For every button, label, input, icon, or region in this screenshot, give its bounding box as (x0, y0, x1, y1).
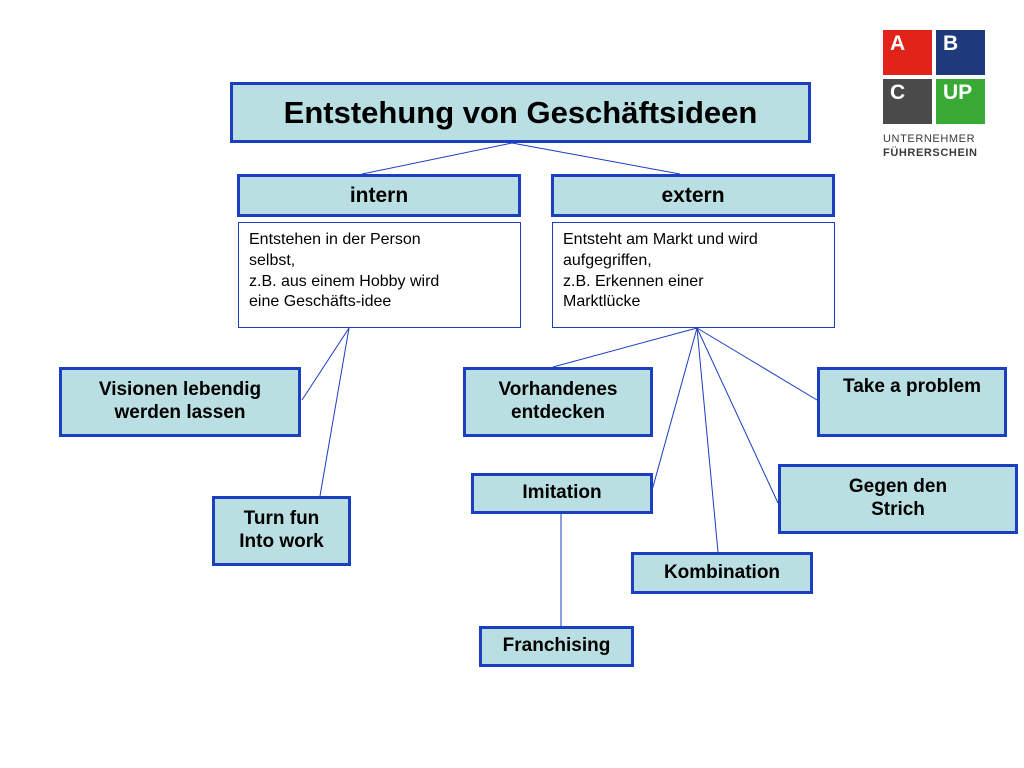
connector-intern-turnfun (319, 327, 350, 497)
connector-extern-kombination (696, 327, 719, 553)
node-kombination: Kombination (631, 552, 813, 594)
intern-description: Entstehen in der Person selbst, z.B. aus… (238, 222, 521, 328)
node-franchising: Franchising (479, 626, 634, 667)
node-label: Kombination (663, 561, 781, 583)
node-visionen-lebendig: Visionen lebendig werden lassen (59, 367, 301, 437)
connector-extern-gegen (696, 327, 779, 504)
node-gegen-den-strich: Gegen den Strich (778, 464, 1018, 534)
abc-up-logo: A B C UP UNTERNEHMER FÜHRERSCHEIN (883, 30, 988, 170)
node-label: Gegen den Strich (848, 476, 948, 520)
connector-extern-imitation (650, 327, 698, 495)
node-vorhandenes-entdecken: Vorhandenes entdecken (463, 367, 653, 437)
node-turn-fun: Turn fun Into work (212, 496, 351, 566)
logo-tile-a: A (883, 30, 932, 75)
node-label: Franchising (502, 635, 611, 657)
logo-text-line2: FÜHRERSCHEIN (883, 147, 978, 159)
connector-extern-takeproblem (696, 327, 818, 401)
node-imitation: Imitation (471, 473, 653, 514)
intern-header: intern (237, 174, 521, 217)
connector-title-intern (361, 142, 513, 175)
logo-text-line1: UNTERNEHMER (883, 133, 976, 145)
logo-tile-c: C (883, 79, 932, 124)
logo-tile-b: B (936, 30, 985, 75)
node-label: Turn fun Into work (239, 508, 324, 552)
node-label: Imitation (522, 482, 602, 504)
extern-header: extern (551, 174, 835, 217)
node-label: Vorhandenes entdecken (498, 379, 618, 423)
diagram-title: Entstehung von Geschäftsideen (230, 82, 811, 143)
node-take-a-problem: Take a problem (817, 367, 1007, 437)
node-label: Take a problem (843, 376, 981, 397)
connector-title-extern (511, 142, 681, 175)
logo-tile-up: UP (936, 79, 985, 124)
connector-extern-vorhandenes (552, 327, 698, 368)
extern-description: Entsteht am Markt und wird aufgegriffen,… (552, 222, 835, 328)
node-label: Visionen lebendig werden lassen (98, 379, 262, 423)
connector-intern-visionen (301, 327, 350, 401)
